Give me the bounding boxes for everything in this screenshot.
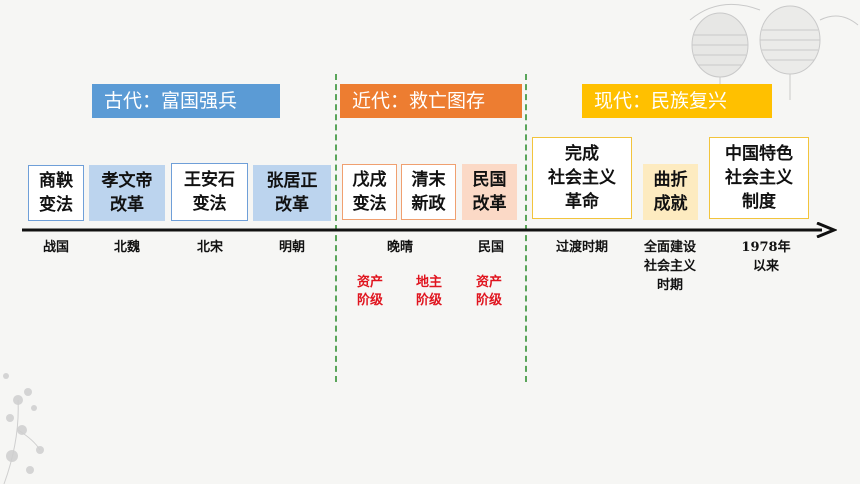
period-warring-states: 战国 [26, 238, 86, 257]
period-line: 晚晴 [386, 240, 413, 255]
event-line: 中国特色 [725, 144, 793, 164]
period-line: 时期 [656, 278, 683, 293]
event-line: 变法 [352, 194, 387, 214]
event-line: 社会主义 [548, 168, 616, 188]
event-wuxu-reform: 戊戌 变法 [342, 164, 397, 220]
event-complete-socialist-revolution: 完成 社会主义 革命 [532, 137, 632, 219]
period-line: 明朝 [278, 240, 305, 255]
period-since-1978: 1978年 以来 [730, 238, 802, 276]
period-line: 战国 [42, 240, 69, 255]
period-northern-song: 北宋 [180, 238, 240, 257]
event-republic-reform: 民国 改革 [462, 164, 517, 220]
period-full-construction: 全面建设 社会主义 时期 [628, 238, 712, 295]
period-line: 过渡时期 [555, 240, 608, 255]
class-bourgeoisie-wuxu: 资产 阶级 [348, 274, 392, 310]
event-line: 商鞅 [39, 171, 73, 191]
class-line: 阶级 [356, 293, 383, 308]
period-line: 北宋 [196, 240, 223, 255]
event-line: 改革 [110, 195, 144, 215]
event-line: 制度 [742, 192, 776, 212]
period-line: 社会主义 [643, 259, 696, 274]
event-line: 新政 [411, 194, 446, 214]
event-line: 成就 [653, 194, 688, 214]
period-late-qing: 晚晴 [370, 238, 430, 257]
class-line: 地主 [415, 275, 442, 290]
event-line: 张居正 [266, 171, 318, 191]
event-line: 变法 [192, 194, 227, 214]
class-line: 资产 [356, 275, 383, 290]
event-line: 孝文帝 [101, 171, 153, 191]
event-socialism-chinese-characteristics: 中国特色 社会主义 制度 [709, 137, 809, 219]
period-line: 北魏 [113, 240, 140, 255]
period-line: 以来 [752, 259, 779, 274]
class-line: 阶级 [475, 293, 502, 308]
class-line: 阶级 [415, 293, 442, 308]
event-zhang-juzheng-reform: 张居正 改革 [253, 165, 331, 221]
class-line: 资产 [475, 275, 502, 290]
era-divider-right [525, 74, 527, 382]
event-xiaowen-reform: 孝文帝 改革 [89, 165, 165, 221]
period-line: 全面建设 [643, 240, 696, 255]
class-bourgeoisie-republic: 资产 阶级 [467, 274, 511, 310]
period-northern-wei: 北魏 [97, 238, 157, 257]
event-line: 社会主义 [725, 168, 793, 188]
event-line: 变法 [39, 195, 73, 215]
period-line: 1978年 [741, 240, 791, 255]
event-late-qing-new-policy: 清末 新政 [401, 164, 456, 220]
era-divider-left [335, 74, 337, 382]
event-line: 改革 [275, 195, 309, 215]
era-banner-contemporary: 现代：民族复兴 [582, 84, 772, 118]
event-twists-and-achievements: 曲折 成就 [643, 164, 698, 220]
period-republic: 民国 [461, 238, 521, 257]
class-landlord-late-qing: 地主 阶级 [407, 274, 451, 310]
era-banner-ancient: 古代：富国强兵 [92, 84, 280, 118]
event-shang-yang-reform: 商鞅 变法 [28, 165, 84, 221]
event-line: 完成 [565, 144, 599, 164]
period-transition: 过渡时期 [541, 238, 623, 257]
event-line: 清末 [411, 170, 446, 190]
event-line: 曲折 [653, 170, 688, 190]
era-banner-modern: 近代：救亡图存 [340, 84, 522, 118]
timeline-axis [22, 222, 837, 238]
event-line: 革命 [565, 192, 599, 212]
event-wang-anshi-reform: 王安石 变法 [171, 163, 248, 221]
period-line: 民国 [477, 240, 504, 255]
event-line: 民国 [472, 170, 507, 190]
event-line: 改革 [472, 194, 507, 214]
period-ming: 明朝 [262, 238, 322, 257]
flower-decoration [3, 373, 44, 484]
event-line: 戊戌 [352, 170, 387, 190]
event-line: 王安石 [184, 170, 235, 190]
